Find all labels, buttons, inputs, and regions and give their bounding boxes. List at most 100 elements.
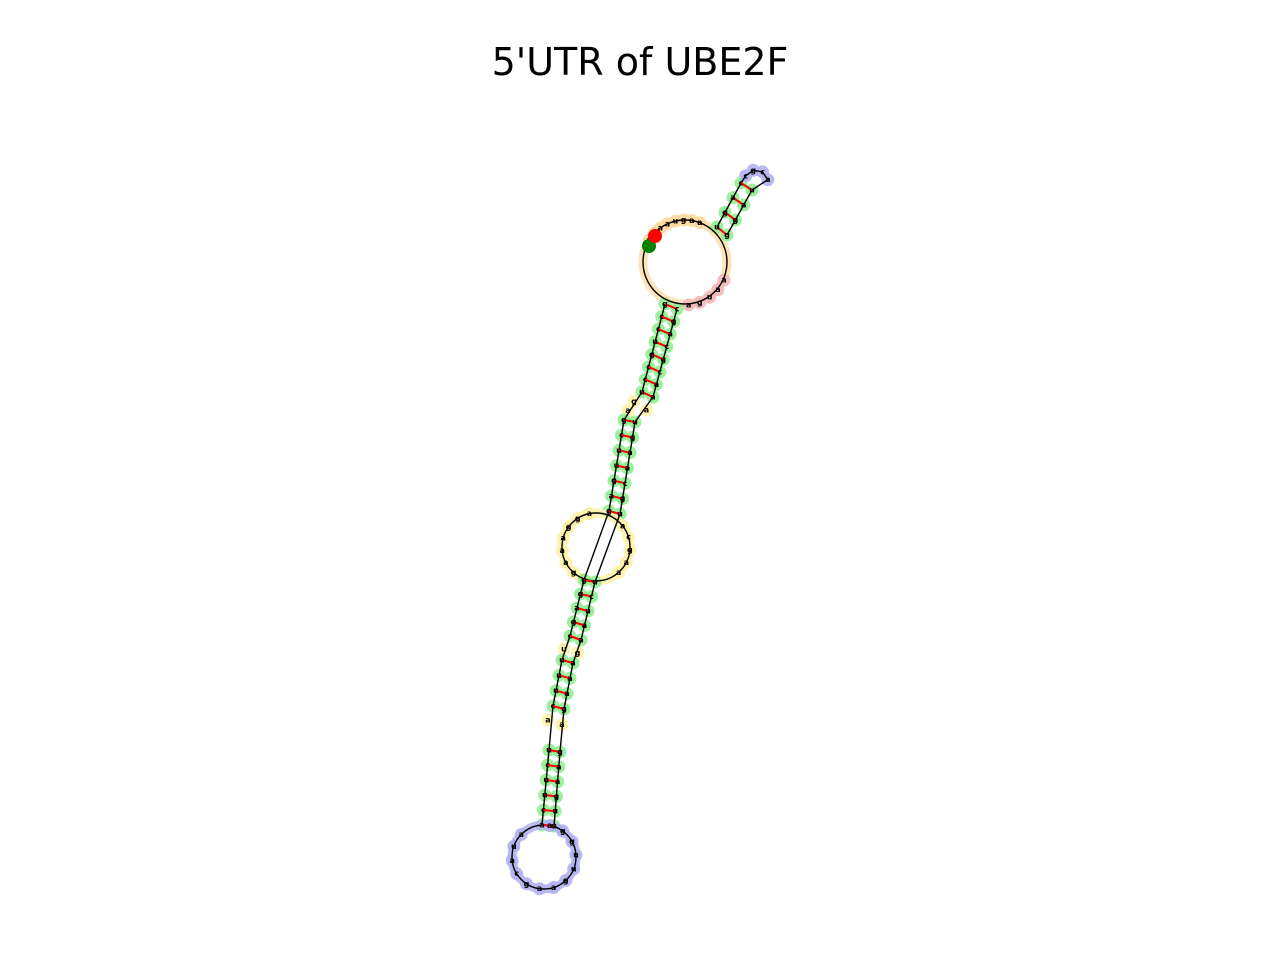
nucleotide-label: c [656,325,661,334]
nucleotide-label: g [566,522,572,531]
base-pair [716,226,728,236]
nucleotide-label: a [559,720,564,729]
nucleotide-label: u [553,686,559,695]
nucleotide-label: g [697,298,703,307]
nucleotide-label: g [630,433,636,442]
nucleotide-label: u [561,645,567,654]
nucleotide-label: g [557,748,563,757]
nucleotide-label: a [545,716,550,725]
base-pair [558,674,571,680]
base-pair [658,328,671,336]
nucleotide-label: a [624,558,629,567]
nucleotide-label: u [749,186,755,195]
nucleotide-label: a [559,546,564,555]
nucleotide-highlight [693,295,707,309]
nucleotide-label: a [564,689,569,698]
nucleotide-label: a [563,558,568,567]
nucleotide-label: a [574,604,579,613]
nucleotide-highlight [640,403,653,417]
nucleotide-label: a [509,856,514,865]
nucleotide-label: a [665,219,670,228]
multiloop-backbone [642,219,728,305]
nucleotide-label: a [587,509,592,518]
nucleotide-label: g [631,397,637,406]
nucleotide-label: g [681,216,687,225]
nucleotide-label: u [542,791,548,800]
base-pair [732,196,745,206]
nucleotide-label: a [625,464,630,473]
nucleotide-label: c [657,367,662,376]
base-pair [541,824,555,827]
nucleotide-label: g [571,568,577,577]
base-pair [555,689,568,695]
nucleotide-label: g [662,300,668,309]
nucleotide-label: c [643,375,648,384]
base-pair [724,211,736,221]
base-pair [608,510,621,515]
nucleotide-label: g [569,837,575,846]
nucleotide-label: u [617,510,623,519]
nucleotide-label: g [571,618,577,627]
base-pairs [541,182,753,827]
nucleotide-label: u [543,776,549,785]
nucleotide-label: a [715,285,720,294]
base-pair [573,621,585,627]
nucleotide-label: c [551,702,556,711]
base-pair [651,353,664,361]
nucleotide-label: a [556,762,561,771]
nucleotide-label: u [672,217,678,226]
nucleotide-label: a [741,201,746,210]
nucleotide-label: g [560,827,566,836]
base-pair [569,635,582,641]
nucleotide-label: g [578,590,584,599]
nucleotide-label: a [570,659,575,668]
base-pair [618,449,631,454]
nucleotide-label: a [625,406,630,415]
nucleotide-label: a [551,883,556,892]
nucleotide-label: a [765,175,770,184]
base-pair [552,705,565,710]
nucleotide-label: c [568,632,573,641]
nucleotide-label: c [541,806,546,815]
figure-title: 5'UTR of UBE2F [491,40,789,84]
nucleotide-label: g [621,416,627,425]
nucleotide-label: c [623,479,628,488]
nucleotide-label: u [707,293,713,302]
nucleotide-label: u [511,842,517,851]
base-pair [546,779,558,783]
nucleotide-label: u [559,656,565,665]
nucleotide-label: a [721,276,726,285]
nucleotide-label: c [659,312,664,321]
nucleotide-label: g [554,792,560,801]
base-pair [740,182,753,191]
nucleotide-label: u [714,223,720,232]
nucleotide-label: u [546,746,552,755]
base-pair [641,391,654,398]
nucleotide-label: g [732,216,738,225]
nucleotide-label: c [646,362,651,371]
base-pair [543,809,556,813]
nucleotide-label: u [639,388,645,397]
nucleotide-label: u [573,851,579,860]
nucleotide-label: a [555,777,560,786]
base-pair [616,464,628,469]
nucleotide-label: c [760,167,765,176]
base-pair [561,659,574,664]
nucleotide-label: a [560,534,565,543]
end-marker [648,229,662,243]
nucleotide-label: g [575,649,581,658]
nucleotide-label: u [652,337,658,346]
nucleotide-label: g [722,208,728,217]
nucleotide-label: g [660,355,666,364]
nucleotide-label: g [561,705,567,714]
nucleotide-label: a [582,621,587,630]
base-pair [613,479,626,485]
nucleotide-label: u [571,864,577,873]
nucleotide-label: a [609,491,614,500]
nucleotide-label: c [619,431,624,440]
nucleotide-label: a [567,674,572,683]
nucleotide-label: g [620,494,626,503]
base-pair [547,764,559,768]
nucleotide-label: u [585,607,591,616]
nucleotide-label: g [575,514,581,523]
